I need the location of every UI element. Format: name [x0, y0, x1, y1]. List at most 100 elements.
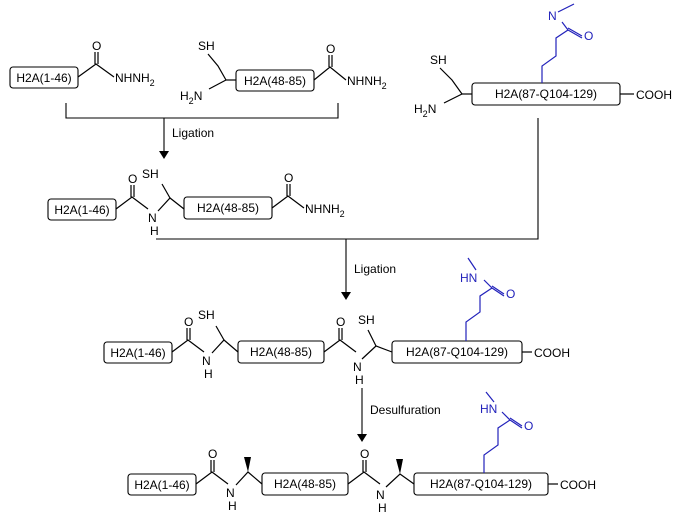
segment-label: H2A(1-46) — [54, 203, 109, 217]
methylamide-hn: HN — [480, 402, 497, 416]
bond — [115, 196, 149, 210]
glutamine-side-chain — [483, 419, 511, 473]
bond — [501, 411, 511, 421]
carbonyl-bond — [186, 328, 191, 340]
bond — [215, 325, 225, 341]
segment-label: H2A(48-85) — [244, 74, 306, 88]
segment-label: H2A(87-Q104-129) — [406, 345, 508, 359]
bond — [367, 329, 377, 347]
bond — [161, 183, 171, 199]
thiol-group: SH — [430, 53, 447, 67]
methyl-bond — [467, 257, 477, 271]
segment-label: H2A(1-46) — [110, 346, 165, 360]
oxygen-atom: O — [524, 419, 533, 433]
bond — [77, 63, 115, 78]
fragment-cys-h2a-48-85-hydrazide: SH H2N H2A(48-85) O NHNH2 — [180, 39, 387, 106]
glutamine-side-chain — [541, 29, 569, 83]
segment-box — [103, 341, 173, 364]
amide-h: H — [378, 501, 387, 514]
methyl-bond — [485, 391, 495, 403]
thiol-group: SH — [198, 308, 215, 322]
bond — [235, 471, 263, 486]
amide-h: H — [355, 373, 364, 387]
carbonyl-bond — [94, 52, 99, 64]
segment-box — [235, 69, 315, 92]
alanine-methyl-wedge — [244, 457, 251, 472]
ligation-step-label: Ligation — [172, 126, 214, 140]
thiol-group: SH — [142, 167, 159, 181]
carboxylic-acid: COOH — [636, 88, 672, 102]
segment-label: H2A(87-Q104-129) — [430, 477, 532, 491]
thiol-group: SH — [358, 313, 375, 327]
bond — [313, 66, 347, 81]
hydrazide-group: NHNH2 — [347, 74, 387, 91]
oxygen-atom: O — [92, 39, 101, 53]
product-full-length-cys: H2A(1-46) O N H SH H2A(48-85) O N H SH H… — [103, 257, 570, 387]
bond — [323, 339, 357, 353]
amide-n: N — [148, 211, 157, 225]
amide-carbonyl — [509, 417, 523, 429]
amide-n: N — [353, 360, 362, 374]
intermediate-h2a-1-85-hydrazide: H2A(1-46) O N H SH H2A(48-85) O NHNH2 — [47, 167, 345, 238]
carbonyl-bond — [362, 460, 367, 472]
bond — [347, 471, 381, 485]
bond — [157, 197, 185, 212]
oxygen-atom: O — [326, 42, 335, 56]
amide-n: N — [226, 486, 235, 500]
thiol-group: SH — [198, 39, 215, 53]
ligation-step-label: Ligation — [354, 262, 396, 276]
methylamide-hn: HN — [460, 271, 477, 285]
carboxylic-acid: COOH — [534, 346, 570, 360]
amide-carbonyl — [491, 285, 505, 297]
segment-box — [9, 66, 79, 89]
oxygen-atom: O — [284, 171, 293, 185]
glutamine-side-chain — [465, 287, 493, 341]
segment-label: H2A(1-46) — [134, 478, 189, 492]
oxygen-atom: O — [184, 315, 193, 329]
bond — [207, 53, 227, 81]
amide-n: N — [376, 488, 385, 502]
amide-h: H — [204, 367, 213, 381]
product-desulfurized: H2A(1-46) O N H H2A(48-85) O N H H2A(87-… — [127, 391, 596, 514]
bond — [211, 339, 239, 354]
amine-group: H2N — [414, 102, 436, 119]
fragment-h2a-1-46-hydrazide: H2A(1-46) O NHNH2 — [9, 39, 155, 89]
bond — [171, 339, 205, 353]
amide-h: H — [150, 224, 159, 238]
amide-h: H — [228, 499, 237, 513]
carboxylic-acid: COOH — [560, 478, 596, 492]
bond — [443, 93, 463, 104]
methyl-bond — [557, 3, 575, 13]
amide-n: N — [202, 354, 211, 368]
oxygen-atom: O — [360, 447, 369, 461]
carbonyl-bond — [286, 184, 291, 196]
ligation-bracket — [65, 103, 339, 119]
oxygen-atom: O — [584, 29, 593, 43]
segment-label: H2A(87-Q104-129) — [495, 87, 597, 101]
bond — [195, 471, 229, 485]
carbonyl-bond — [328, 55, 333, 67]
amide-carbonyl — [567, 27, 583, 39]
segment-box — [127, 473, 197, 496]
carbonyl-bond — [210, 460, 215, 472]
segment-label: H2A(1-46) — [16, 71, 71, 85]
segment-label: H2A(48-85) — [197, 201, 259, 215]
bond — [361, 345, 393, 360]
carbonyl-bond — [130, 185, 135, 197]
oxygen-atom: O — [128, 172, 137, 186]
hydrazide-group: NHNH2 — [115, 71, 155, 88]
methylamide-n: N — [548, 9, 557, 23]
bond — [483, 279, 493, 289]
carbonyl-bond — [338, 328, 343, 340]
segment-label: H2A(48-85) — [250, 345, 312, 359]
bond — [271, 195, 305, 209]
oxygen-atom: O — [506, 287, 515, 301]
bond — [208, 79, 227, 90]
oxygen-atom: O — [208, 447, 217, 461]
bond — [385, 473, 415, 488]
segment-label: H2A(48-85) — [274, 477, 336, 491]
fragment-cys-h2a-87-129-acid: SH H2N H2A(87-Q104-129) COOH O N — [414, 3, 672, 119]
oxygen-atom: O — [336, 315, 345, 329]
alanine-methyl-wedge — [396, 459, 403, 474]
